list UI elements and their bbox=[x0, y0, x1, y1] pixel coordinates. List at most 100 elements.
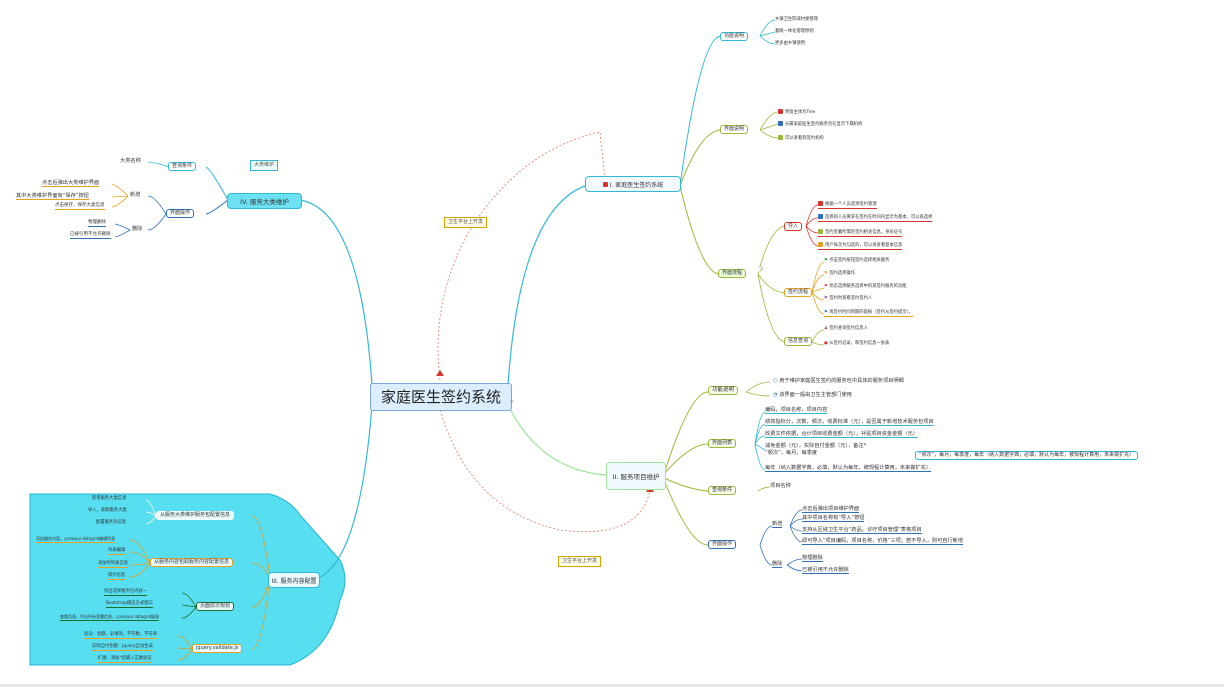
b2-field-row: 每年（纳入数据字典，必填，默认为每年，被规程计算用，未来做扩充） bbox=[765, 465, 932, 472]
b1-demo-item: 界面主体为Tree bbox=[778, 109, 815, 116]
b1-func-item: 着眼一体化管理原则 bbox=[775, 29, 814, 34]
b3-g2-item: 列表编辑 bbox=[108, 548, 126, 555]
number-3-icon bbox=[818, 229, 823, 234]
b2-query-node[interactable]: 查询条件 bbox=[708, 486, 737, 495]
b2-field-row: 绩效指标分，次数，频次，收费标准（元），是否属于新增技术服务包项目 bbox=[765, 419, 934, 426]
number-3-icon bbox=[778, 135, 783, 140]
b3-g4-item: 实际自付金额：jquery自动生成 bbox=[92, 644, 153, 651]
b3-g1-item: 导入，获取服务大类 bbox=[88, 508, 127, 513]
link-central-b3 bbox=[317, 404, 373, 579]
b3-g4-item: 验证：金额，必填项，字符数，字符串 bbox=[84, 632, 158, 639]
callout-dev-1[interactable]: 卫生平台上开发 bbox=[444, 217, 488, 228]
callout-dev-2[interactable]: 卫生平台上开发 bbox=[558, 556, 602, 567]
b3-g3-item: 查看页面，列出所有签署信息，以easyui datagrid展现 bbox=[60, 614, 160, 621]
number-2-icon bbox=[778, 121, 783, 126]
b3-g3-item: Bootstrap模态方式窗口 bbox=[106, 601, 153, 608]
horizontal-scrollbar[interactable] bbox=[0, 684, 1224, 687]
number-4-icon bbox=[818, 242, 823, 247]
b3-group-4[interactable]: jquery.validate.js bbox=[192, 644, 243, 653]
b4-ops-node[interactable]: 界面操作 bbox=[166, 209, 195, 218]
b4-query-item: 大类名称 bbox=[120, 158, 141, 164]
b1-flow-node[interactable]: 界面流程 bbox=[718, 269, 747, 278]
b1-func-item: 更多由乡镇使用 bbox=[775, 41, 806, 46]
b2-query-item: 项目名称 bbox=[770, 483, 791, 489]
rel-arrow-1 bbox=[436, 370, 444, 376]
b4-query-node[interactable]: 查询条件 bbox=[168, 162, 197, 171]
b1-sign-item: ⚑ 签约时查看签约签约人 bbox=[824, 296, 873, 301]
link-b2-query bbox=[663, 477, 709, 492]
rel-dotted-1 bbox=[437, 131, 606, 381]
flag-blue-icon: ⚑ bbox=[824, 310, 828, 315]
b3-group-2[interactable]: 从服务内容包取服务内容配置信息 bbox=[150, 558, 234, 567]
flag-purple-icon: ⚑ bbox=[824, 296, 828, 301]
flag-red-icon: ⚑ bbox=[824, 284, 828, 289]
central-topic[interactable]: 家庭医生签约系统 bbox=[370, 383, 512, 411]
b2-ops-node[interactable]: 界面操作 bbox=[708, 540, 737, 549]
b4-add-item: 点击保存，保存大类信息 bbox=[55, 203, 105, 210]
b2-func-item: ○ 用于维护家庭医生签约的服务包中具体的服务项目明细 bbox=[773, 378, 904, 384]
b1-import-item: 用户每次为勾选的，可以再查看基本信息 bbox=[818, 242, 903, 250]
b2-field-row: “频次”，每月，每季度 bbox=[765, 450, 818, 456]
b2-field-row: 收费文件依据，合计项目收费金额（元），补贴项目资金金额（元） bbox=[765, 431, 919, 438]
b2-del-item: 物理删除 bbox=[802, 555, 823, 562]
flag-orange-icon: ⚑ bbox=[824, 271, 828, 276]
priority-icon bbox=[602, 181, 608, 187]
b2-add-item: 点击后弹出项目维护界面 bbox=[802, 506, 860, 513]
b1-import-item: 签约签署所需的签约相关信息，身份证号 bbox=[818, 229, 903, 237]
b2-add-item: 支持从区域卫生平台“药品，诊疗项目管理”表格项目 bbox=[802, 527, 922, 534]
b1-search-node[interactable]: 信息查询 bbox=[784, 337, 813, 346]
b1-sign-item: ⚑ 点击签约按钮签约选择相关服务 bbox=[824, 258, 890, 263]
b4-del-item: 物理删除 bbox=[88, 220, 106, 227]
link-central-b1 bbox=[507, 185, 586, 386]
b2-field-row: 编码，项目名称，项目内容 bbox=[765, 407, 828, 414]
link-b2-fields bbox=[663, 443, 709, 475]
b4-add-item: 其中大类维护界面有“保存”按钮 bbox=[16, 193, 89, 200]
b3-g2-item: 添加服务内容，以easyui datagrid编辑列表 bbox=[36, 536, 116, 543]
b3-g1-item: 新增服务大类信息 bbox=[92, 496, 127, 501]
b3-region bbox=[29, 493, 346, 666]
branch-b1[interactable]: I. 家庭医生签约系统 bbox=[585, 176, 681, 192]
b2-ops-del[interactable]: 删除 bbox=[772, 561, 783, 568]
b3-group-3[interactable]: 页面层次规划 bbox=[196, 602, 235, 611]
flag-green-icon: ⚑ bbox=[824, 258, 828, 263]
b2-add-item: 其中项目名称有“导入”按钮 bbox=[802, 515, 865, 522]
b2-func-item: ◔ 该界面一般由卫生主管部门使用 bbox=[773, 392, 852, 398]
person-icon: ♟ bbox=[824, 326, 828, 331]
collapse-toggle[interactable]: ⊞ bbox=[510, 400, 514, 405]
branch-b2[interactable]: II. 服务项目维护 bbox=[606, 462, 666, 490]
number-2-icon bbox=[818, 214, 823, 219]
b1-sign-item: ⚑ 签约选择操作 bbox=[824, 271, 856, 276]
b1-sign-item: ⚑ 状态选择服务选择中的某签约服务的功能 bbox=[824, 284, 907, 289]
b1-func-node[interactable]: 功能说明 bbox=[720, 32, 749, 41]
callout-category[interactable]: 大类维护 bbox=[250, 160, 279, 171]
b1-search-item: ● 从签约记录，和签约信息一张表 bbox=[824, 341, 890, 346]
branch-b1-label: I. 家庭医生签约系统 bbox=[609, 181, 664, 189]
b3-g3-item: 列出选择服务包内容一 bbox=[104, 589, 147, 596]
b1-demo-item: 可以查看到签约机构 bbox=[778, 135, 824, 142]
b4-ops-del[interactable]: 删除 bbox=[132, 226, 143, 232]
note-icon: 📝 bbox=[758, 268, 764, 273]
b1-import-node[interactable]: 导入 bbox=[784, 222, 803, 231]
link-b1-flow bbox=[679, 185, 719, 275]
branch-b4[interactable]: IV. 服务大类维护 bbox=[227, 193, 302, 209]
link-b1-demo bbox=[679, 129, 721, 187]
b3-group-1[interactable]: 从服务大类维护服务包配置信息 bbox=[156, 511, 235, 520]
b2-func-node[interactable]: 功能说明 bbox=[708, 386, 739, 395]
b2-fields-node[interactable]: 界面列表 bbox=[708, 439, 737, 448]
link-b1-func bbox=[679, 35, 721, 187]
number-1-icon bbox=[778, 109, 783, 114]
b1-demo-node[interactable]: 界面说明 bbox=[720, 125, 749, 134]
b3-g1-item: 配置服务包信息 bbox=[96, 520, 127, 525]
b1-sign-item: ⚑ 再签约时间到期的就报（签约从签约提示）。 bbox=[824, 310, 914, 317]
b1-sign-node[interactable]: 签约流程 bbox=[784, 288, 813, 297]
b4-ops-add[interactable]: 新增 bbox=[130, 192, 141, 198]
b1-import-item: 选择的人员要求在签约在时间内显示为基本，可以再选择 bbox=[818, 214, 933, 222]
b2-freq-note[interactable]: “频次”，每月，每季度，每年（纳入数据字典，必填，默认为每年，被规程计算用，未来… bbox=[915, 451, 1139, 460]
link-b2-func bbox=[663, 391, 709, 475]
branch-b3[interactable]: III. 服务内容配置 bbox=[268, 572, 320, 588]
link-b4-ops bbox=[205, 199, 229, 215]
link-central-b2 bbox=[507, 404, 607, 476]
b3-g2-item: 保存信息 bbox=[108, 573, 126, 580]
b3-g4-item: 扩展：添加*验输入正数验证 bbox=[98, 656, 152, 663]
b2-ops-add[interactable]: 新增 bbox=[772, 521, 783, 528]
